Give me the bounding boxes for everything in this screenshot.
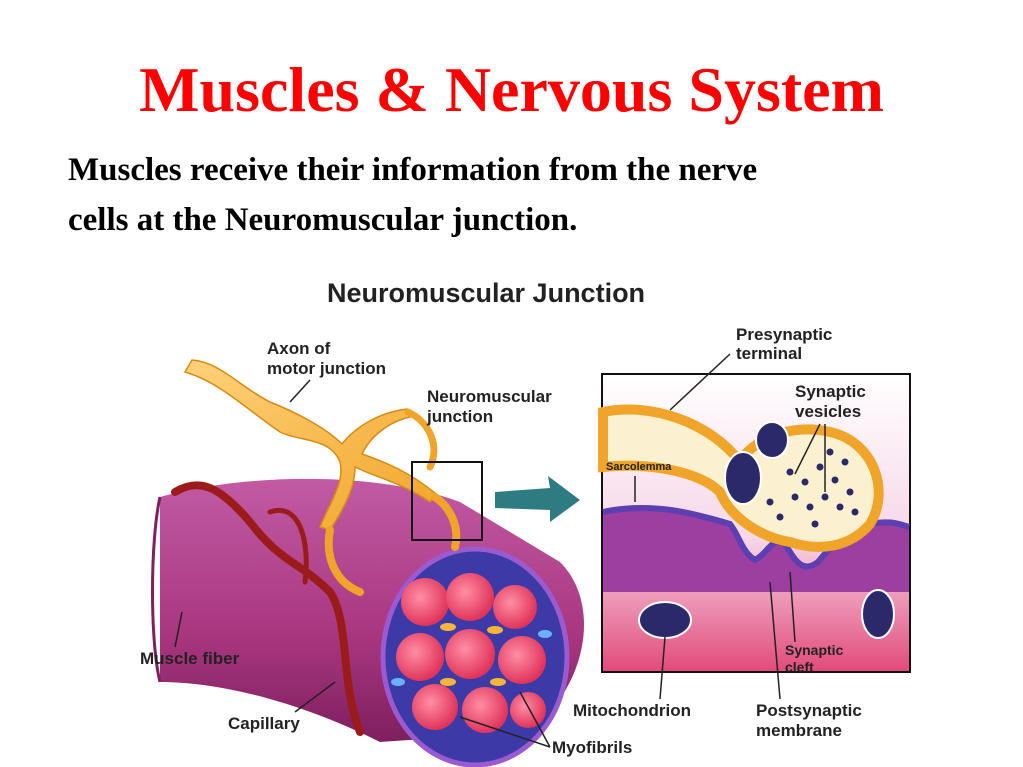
label-nmj-2: junction — [426, 407, 493, 426]
diagram-labels: Axon of motor junction Neuromuscular jun… — [140, 325, 866, 757]
synapse-closeup — [598, 373, 911, 673]
label-cleft-2: cleft — [785, 659, 814, 675]
label-presynaptic-2: terminal — [736, 344, 802, 363]
label-postsynaptic-1: Postsynaptic — [756, 701, 862, 720]
label-myofibrils: Myofibrils — [552, 738, 632, 757]
label-axon-2: motor junction — [267, 359, 386, 378]
label-cleft-1: Synaptic — [785, 642, 844, 658]
slide-title: Muscles & Nervous System — [139, 54, 884, 125]
label-mitochondrion: Mitochondrion — [573, 701, 691, 720]
label-vesicles-1: Synaptic — [795, 382, 866, 401]
nmj-highlight-box — [411, 461, 483, 541]
subtitle-line-2: cells at the Neuromuscular junction. — [68, 202, 578, 238]
label-nmj-1: Neuromuscular — [427, 387, 552, 406]
slide-subtitle: Muscles receive their information from t… — [68, 145, 968, 245]
myofibrils-bundle — [391, 573, 552, 733]
synaptic-vesicles — [766, 448, 859, 528]
label-sarcolemma: Sarcolemma — [606, 461, 672, 473]
subtitle-line-1: Muscles receive their information from t… — [68, 152, 758, 188]
label-capillary: Capillary — [228, 714, 300, 733]
label-muscle-fiber: Muscle fiber — [140, 649, 240, 668]
label-postsynaptic-2: membrane — [756, 721, 842, 740]
label-presynaptic-1: Presynaptic — [736, 325, 832, 344]
muscle-fiber-illustration — [151, 359, 584, 767]
capillary-vessel — [171, 481, 364, 736]
diagram-heading: Neuromuscular Junction — [327, 278, 645, 308]
zoom-arrow — [495, 476, 580, 522]
label-vesicles-2: vesicles — [795, 402, 861, 421]
label-axon-1: Axon of — [267, 339, 331, 358]
neuromuscular-junction-diagram: Neuromuscular Junction — [140, 278, 911, 767]
